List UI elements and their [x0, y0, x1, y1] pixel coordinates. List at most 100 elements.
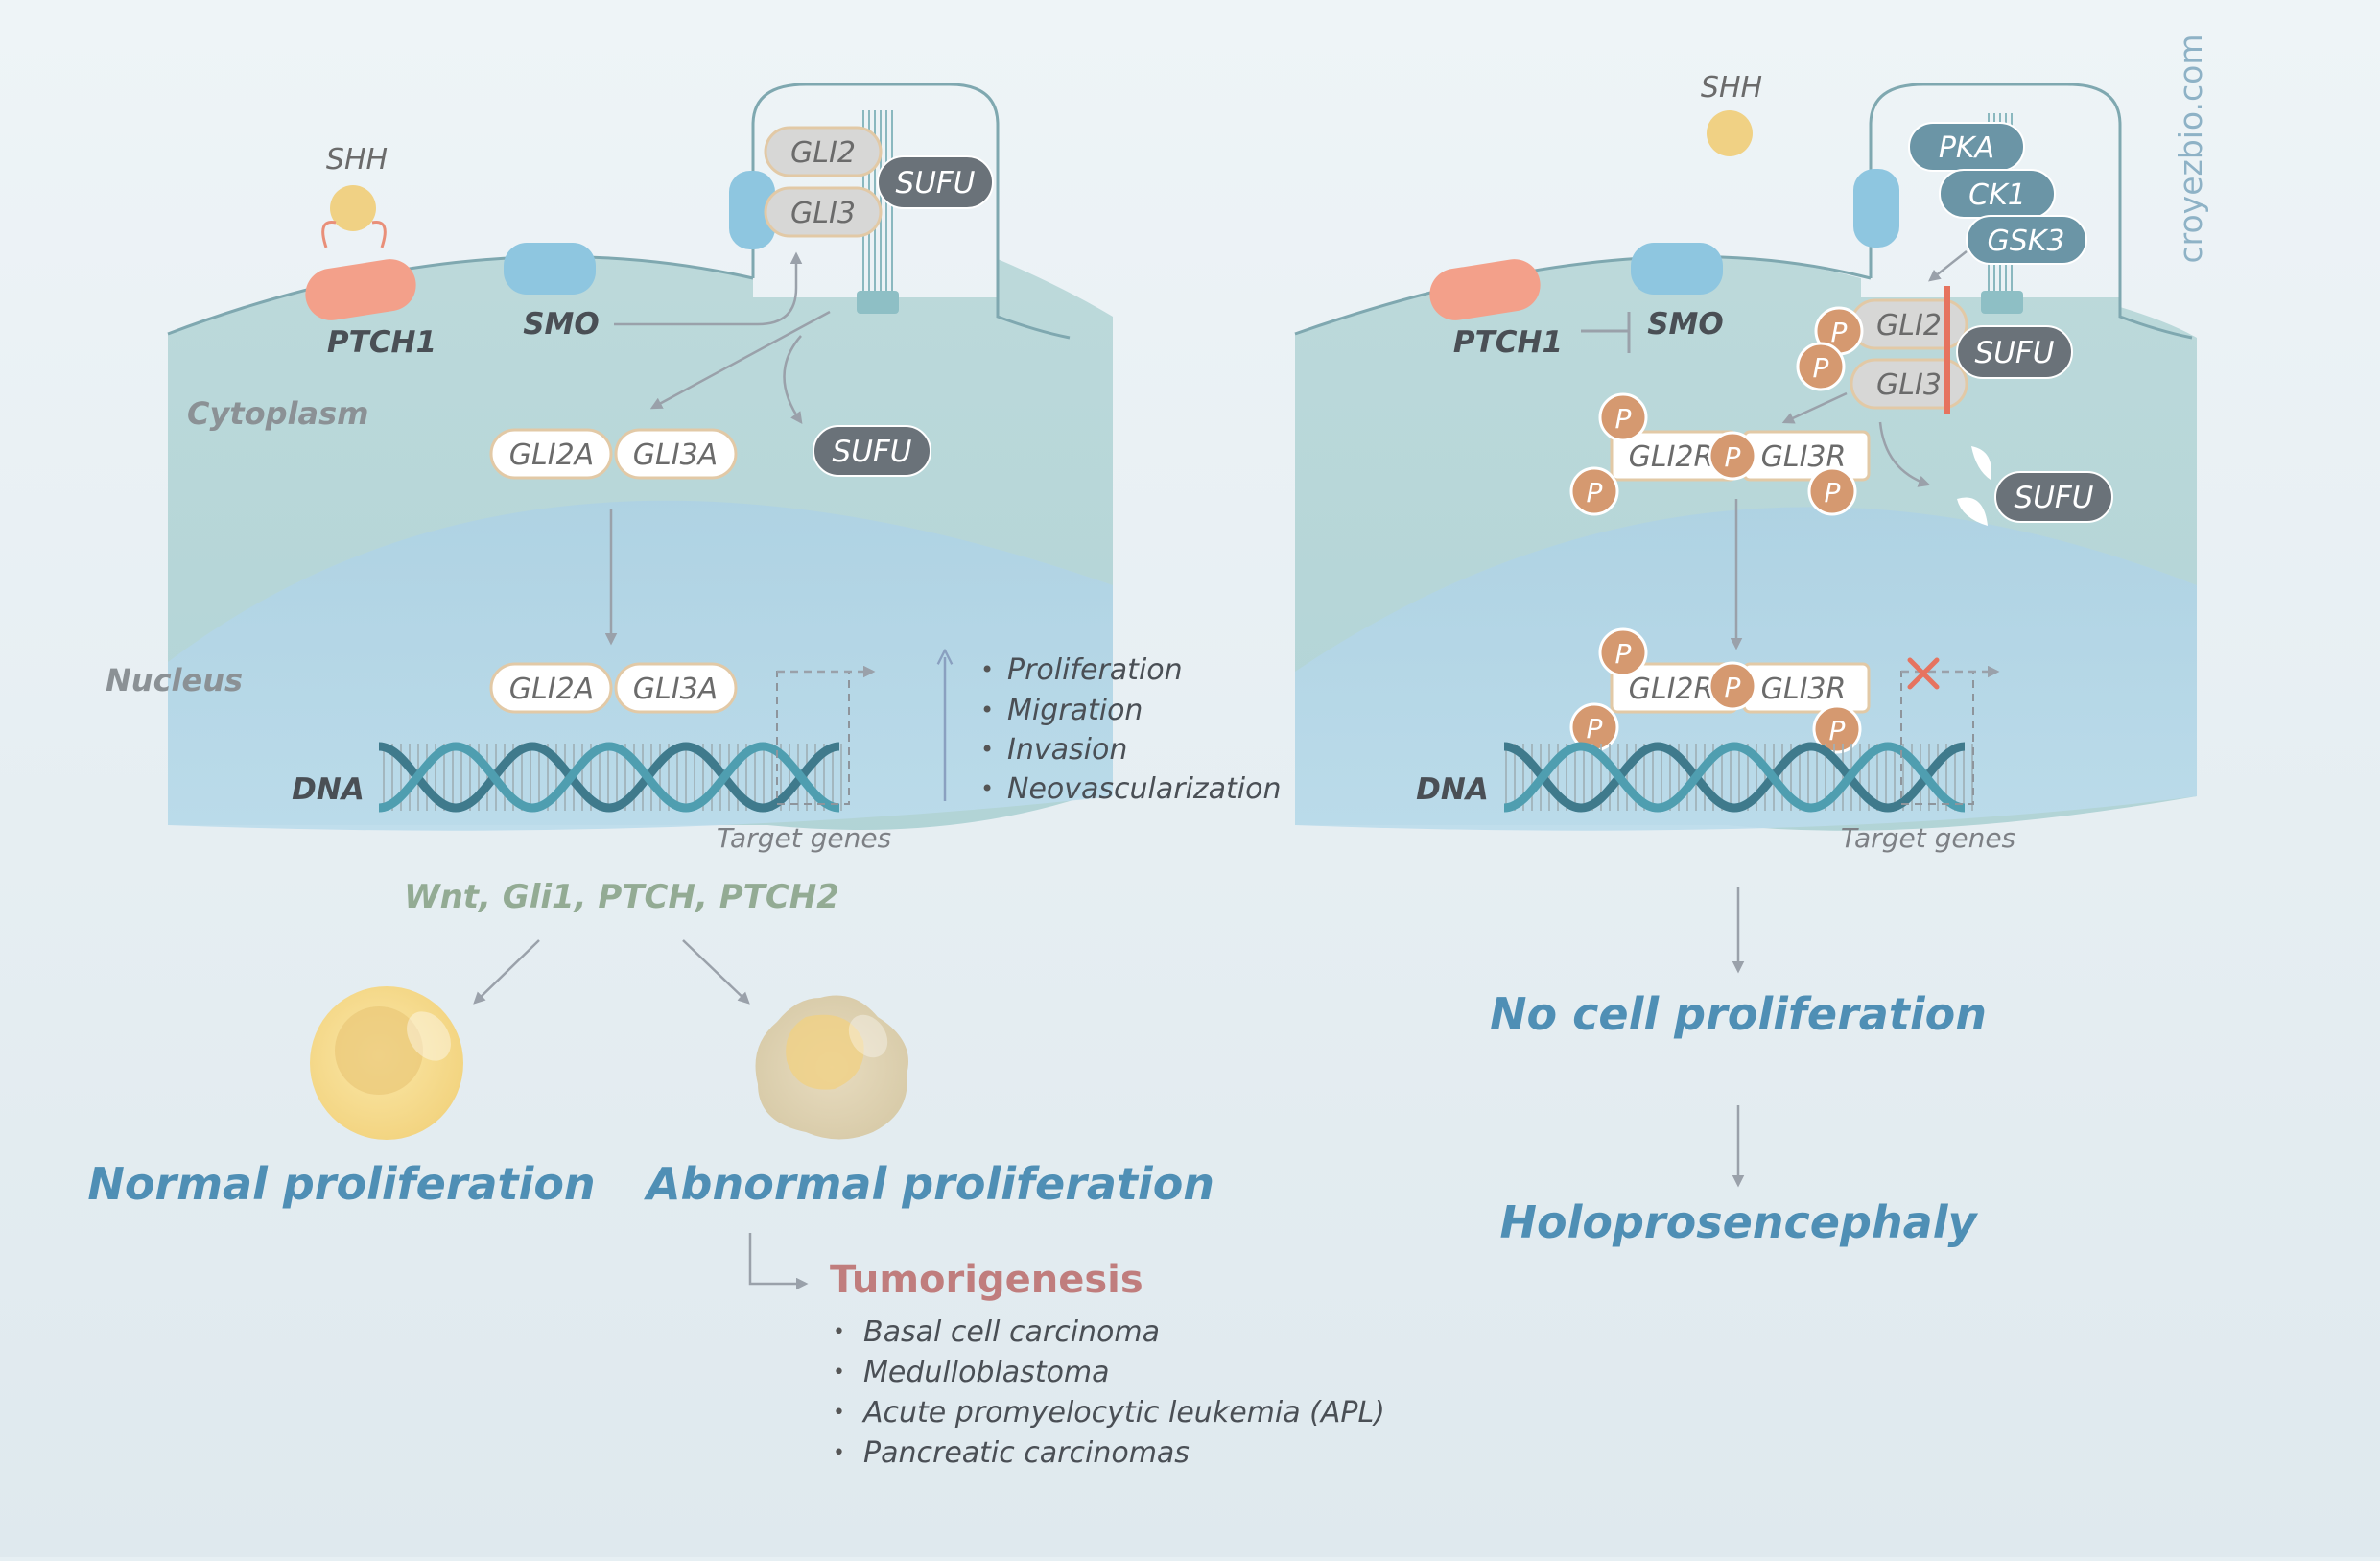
no-proliferation-label: No cell proliferation [1490, 988, 1987, 1040]
right-gli2-label: GLI2 [1876, 309, 1942, 343]
cancer-item: Pancreatic carcinomas [863, 1436, 1190, 1470]
pka-label: PKA [1939, 131, 1994, 165]
svg-text:P: P [1587, 713, 1603, 745]
left-sufu-released [813, 425, 931, 477]
right-gli2r-nuc-label: GLI2R [1629, 673, 1714, 706]
right-smo-label: SMO [1647, 307, 1724, 342]
right-shh-circle [1707, 110, 1753, 156]
left-gli2a-nuc [489, 662, 613, 714]
left-normal-arrow [473, 939, 540, 1005]
right-dna-helix [1503, 742, 1974, 813]
left-smo-arrow [614, 251, 803, 326]
svg-text:•: • [980, 656, 994, 683]
right-gli3r-nuc-label: GLI3R [1761, 673, 1847, 706]
right-target-box [1900, 671, 1974, 805]
phospho-cyto-1: P [1598, 392, 1648, 442]
normal-proliferation-label: Normal proliferation [87, 1158, 595, 1210]
svg-text:•: • [980, 697, 994, 723]
cancer-list: • Basal cell carcinoma • Medulloblastoma… [833, 1315, 1385, 1470]
sufu-fragment-2 [1957, 497, 1988, 526]
right-ptch1-receptor [1429, 259, 1541, 320]
kinase-arrow [1928, 250, 1968, 282]
right-basal-body [1981, 291, 2023, 314]
phospho-upper-2: P [1796, 342, 1846, 391]
right-sufu-bound-label: SUFU [1975, 336, 2055, 370]
svg-text:•: • [833, 1401, 845, 1425]
left-dna-label: DNA [292, 772, 365, 807]
sufu-fragment-1 [1971, 446, 1991, 480]
effect-item: Invasion [1007, 733, 1127, 767]
cancer-item: Acute promyelocytic leukemia (APL) [861, 1396, 1385, 1430]
svg-text:P: P [1829, 715, 1846, 746]
left-shh-ligand: SHH [321, 143, 388, 248]
svg-text:•: • [833, 1320, 845, 1344]
right-cilium [1869, 83, 2193, 340]
phospho-nuc-3: P [1708, 661, 1757, 711]
right-gli3-label: GLI3 [1876, 368, 1942, 402]
left-activation-arrow [649, 310, 831, 410]
svg-text:•: • [980, 775, 994, 802]
left-gli3a-cyto-label: GLI3A [633, 438, 718, 472]
gsk3-kinase [1966, 215, 2087, 265]
left-basal-body [857, 291, 899, 314]
phospho-cyto-3: P [1708, 431, 1757, 481]
left-cilium [751, 83, 1071, 340]
right-gli2r-cyto-label: GLI2R [1629, 440, 1714, 474]
right-sufu-release-arrow [1878, 421, 1931, 487]
left-effects-list: • Proliferation • Migration • Invasion •… [980, 653, 1282, 806]
left-smo-label: SMO [523, 307, 600, 342]
left-sufu-bound [877, 155, 994, 209]
svg-text:P: P [1725, 441, 1741, 473]
svg-text:P: P [1587, 477, 1603, 509]
left-sufu-release-arrow [783, 335, 803, 425]
abnormal-cell [755, 995, 908, 1140]
left-sufu-bound-label: SUFU [896, 166, 976, 201]
tumorigenesis-arrow [748, 1233, 809, 1290]
left-target-genes-label: Target genes [717, 822, 891, 854]
right-sufu-released-label: SUFU [2015, 481, 2094, 515]
right-gli3-box [1850, 358, 1968, 410]
left-gli2-box [764, 126, 883, 177]
svg-text:P: P [1831, 317, 1848, 348]
svg-text:P: P [1825, 477, 1841, 509]
left-dna-helix [378, 742, 849, 813]
block-x-icon [1907, 657, 1940, 690]
phospho-nuc-1: P [1598, 627, 1648, 677]
left-shh-label: SHH [326, 143, 388, 177]
left-gli2a-cyto [489, 428, 613, 480]
ck1-label: CK1 [1968, 178, 2026, 212]
left-gli3-label: GLI3 [790, 197, 856, 230]
left-abnormal-arrow [682, 939, 750, 1005]
phospho-upper-1: P [1814, 306, 1864, 356]
cancer-item: Medulloblastoma [863, 1356, 1110, 1389]
right-inhibition-bar [1581, 312, 1631, 353]
effect-item: Migration [1007, 694, 1143, 727]
svg-text:P: P [1615, 403, 1632, 435]
gsk3-label: GSK3 [1987, 225, 2064, 258]
left-gene-list: Wnt, Gli1, PTCH, PTCH2 [404, 878, 839, 916]
left-gli2a-nuc-label: GLI2A [509, 673, 594, 706]
left-nucleus-label: Nucleus [106, 662, 243, 698]
right-dna-label: DNA [1416, 772, 1489, 807]
svg-text:P: P [1615, 638, 1632, 670]
svg-text:P: P [1725, 672, 1741, 703]
left-gli3a-nuc-label: GLI3A [633, 673, 718, 706]
left-target-box [776, 671, 850, 805]
watermark-text: croyezbio.com [2172, 34, 2209, 263]
svg-text:P: P [1813, 352, 1829, 384]
right-smo-cilium [1853, 169, 1899, 248]
left-smo-cilium [729, 171, 775, 249]
phospho-nuc-2: P [1569, 702, 1619, 752]
left-shh-circle [330, 185, 376, 231]
tumorigenesis-title: Tumorigenesis [830, 1258, 1143, 1302]
left-ptch1-label: PTCH1 [327, 325, 436, 360]
right-sufu-bound [1956, 325, 2073, 379]
cancer-item: Basal cell carcinoma [863, 1315, 1160, 1349]
effect-item: Proliferation [1007, 653, 1183, 687]
abnormal-proliferation-label: Abnormal proliferation [644, 1158, 1214, 1210]
left-gli2a-cyto-label: GLI2A [509, 438, 594, 472]
left-ptch1-receptor [305, 259, 416, 320]
left-gli3a-nuc [614, 662, 738, 714]
